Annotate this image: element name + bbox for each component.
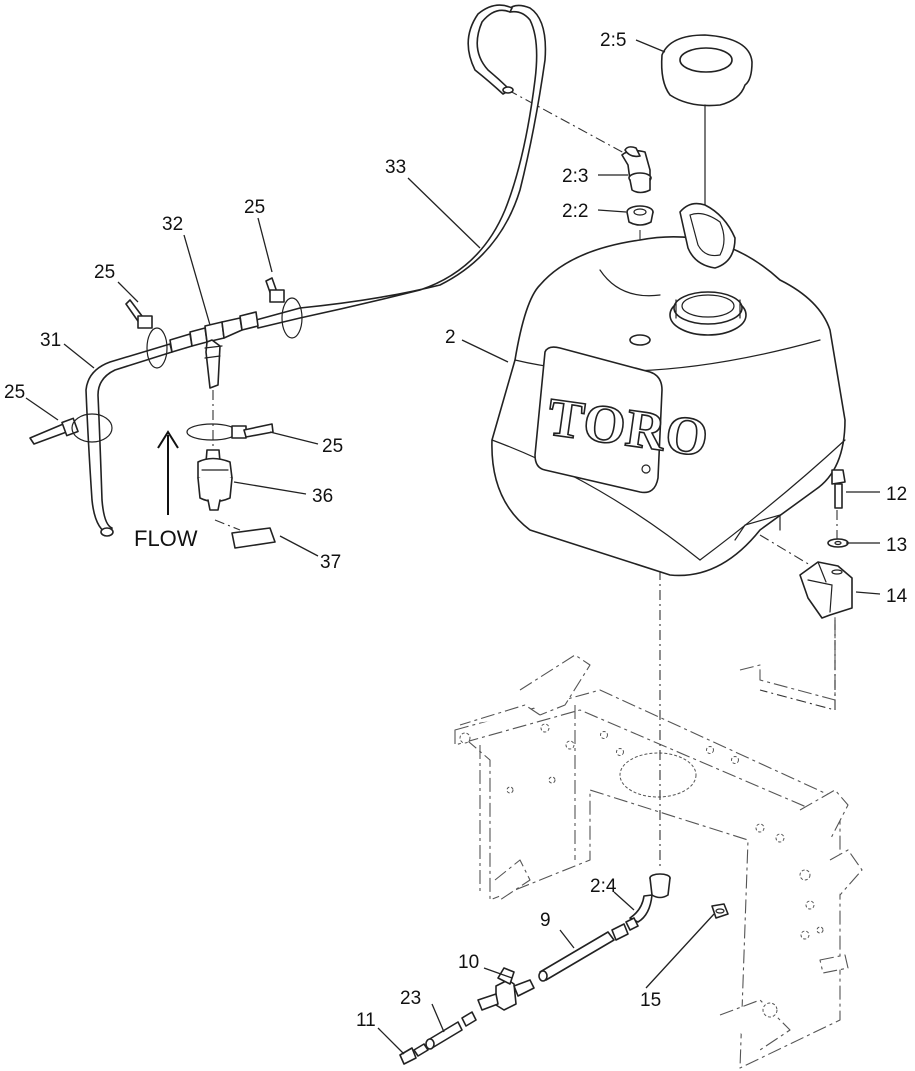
callout-2-2: 2:2 xyxy=(562,201,588,222)
cable-tie-a xyxy=(29,413,113,445)
fuel-filter xyxy=(197,449,233,511)
leader-lines xyxy=(25,39,881,1055)
callout-15: 15 xyxy=(640,990,661,1011)
tank-cap xyxy=(660,34,753,269)
callout-labels: 2:5 2:3 2:2 2 33 32 25 25 25 25 31 36 37… xyxy=(4,30,908,1031)
tank-outlet-fitting xyxy=(629,873,671,923)
callout-14: 14 xyxy=(886,586,908,607)
flow-arrow: FLOW xyxy=(134,430,198,551)
callout-25-top: 25 xyxy=(244,197,265,218)
vent-fitting xyxy=(621,146,652,194)
fuel-tank: TORO xyxy=(491,236,846,577)
washer xyxy=(827,538,849,548)
vent-hose xyxy=(255,4,547,329)
tank-grommet xyxy=(626,205,654,226)
callout-36: 36 xyxy=(312,486,333,507)
callout-31: 31 xyxy=(40,330,61,351)
mounting-bracket xyxy=(799,561,853,619)
hose-9 xyxy=(538,917,639,982)
assembly-lines xyxy=(212,89,838,870)
callout-25-right: 25 xyxy=(322,436,343,457)
callout-2-4: 2:4 xyxy=(590,876,617,897)
callout-33: 33 xyxy=(385,157,406,178)
hose-23 xyxy=(399,1011,477,1065)
callout-11: 11 xyxy=(356,1010,376,1031)
callout-12: 12 xyxy=(886,484,907,505)
callout-13: 13 xyxy=(886,535,907,556)
callout-10: 10 xyxy=(458,952,479,973)
mounting-frame xyxy=(454,590,863,1069)
shutoff-valve xyxy=(477,967,535,1011)
callout-25-left-upper: 25 xyxy=(94,262,115,283)
filter-label xyxy=(231,527,276,549)
callout-2-3: 2:3 xyxy=(562,166,588,187)
cable-tie-d xyxy=(186,423,274,441)
callout-23: 23 xyxy=(400,988,421,1009)
callout-32: 32 xyxy=(162,214,183,235)
callout-9: 9 xyxy=(540,910,551,931)
cable-tie-c xyxy=(265,277,303,339)
bolt xyxy=(831,469,846,509)
flow-label: FLOW xyxy=(134,526,198,551)
cable-tie-b xyxy=(125,299,168,369)
fuel-line xyxy=(85,343,173,537)
callout-2: 2 xyxy=(445,327,456,348)
callout-2-5: 2:5 xyxy=(600,30,626,51)
callout-37: 37 xyxy=(320,552,341,573)
frame-grommet xyxy=(711,903,729,919)
tee-fitting xyxy=(169,311,259,389)
callout-25-left-lower: 25 xyxy=(4,382,25,403)
